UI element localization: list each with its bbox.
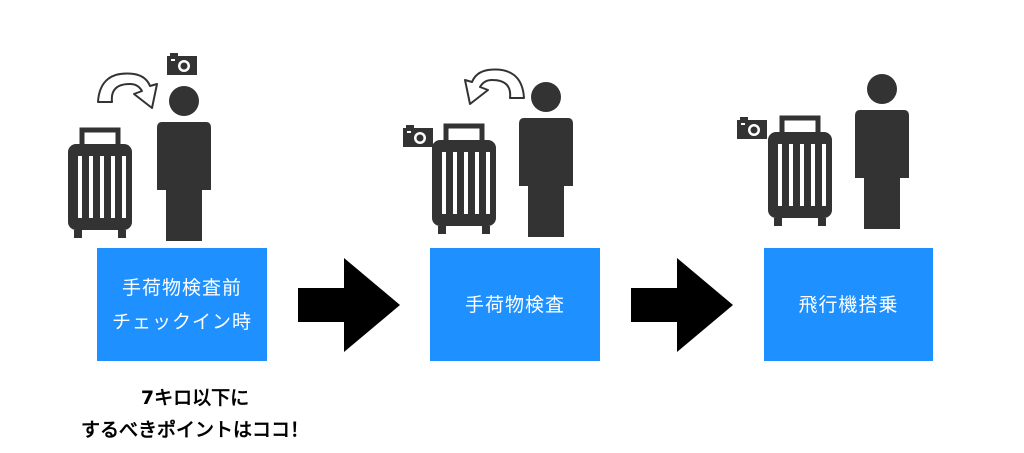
note-line: 7キロ以下に [140,387,250,409]
person-icon [519,82,573,237]
suitcase-icon [768,115,832,226]
note-line: するべきポイントはココ！ [80,419,309,441]
suitcase-icon [432,123,496,234]
camera-icon [737,117,767,139]
step-label: 飛行機搭乗 [798,293,899,316]
right-arrow-icon [631,258,733,352]
camera-icon [167,53,197,75]
step-box-boarding: 飛行機搭乗 [764,248,933,361]
person-icon [855,74,909,229]
curved-arrow-icon [97,72,158,109]
curved-arrow-icon [464,68,525,105]
right-arrow-icon [298,258,400,352]
step-label: チェックイン時 [111,310,252,333]
step-label: 手荷物検査 [464,293,565,316]
camera-icon [403,125,433,147]
suitcase-icon [68,127,132,238]
step-box-check-in: 手荷物検査前 チェックイン時 [97,248,267,361]
step-label: 手荷物検査前 [121,276,242,299]
step-box-security-check: 手荷物検査 [430,248,600,361]
weight-limit-note: 7キロ以下に するべきポイントはココ！ [30,382,360,446]
person-icon [157,86,211,241]
